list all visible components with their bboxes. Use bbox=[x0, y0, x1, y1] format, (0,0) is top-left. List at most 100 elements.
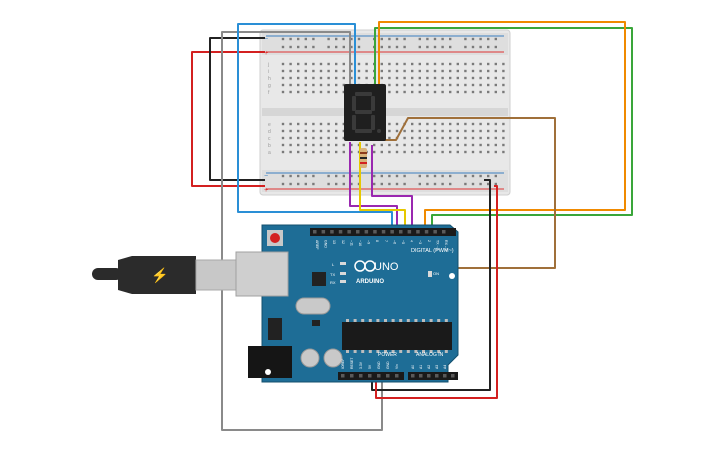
breadboard-hole[interactable] bbox=[304, 76, 307, 80]
breadboard-hole[interactable] bbox=[479, 129, 482, 133]
breadboard-hole[interactable] bbox=[281, 62, 285, 66]
wire-blue[interactable] bbox=[237, 23, 393, 230]
breadboard-hole[interactable] bbox=[411, 62, 414, 66]
breadboard-hole[interactable] bbox=[502, 69, 505, 73]
breadboard-hole[interactable] bbox=[327, 62, 330, 66]
breadboard-hole[interactable] bbox=[365, 76, 368, 80]
breadboard-hole[interactable] bbox=[502, 62, 505, 66]
breadboard-hole[interactable] bbox=[441, 90, 444, 94]
rail-hole[interactable] bbox=[350, 182, 353, 186]
breadboard-hole[interactable] bbox=[335, 143, 338, 147]
breadboard-hole[interactable] bbox=[304, 136, 307, 140]
rail-hole[interactable] bbox=[479, 45, 482, 49]
breadboard-hole[interactable] bbox=[319, 90, 323, 94]
breadboard-hole[interactable] bbox=[342, 143, 345, 147]
rail-hole[interactable] bbox=[289, 45, 292, 49]
breadboard-hole[interactable] bbox=[319, 136, 323, 140]
breadboard-hole[interactable] bbox=[433, 129, 437, 133]
breadboard-hole[interactable] bbox=[327, 76, 330, 80]
breadboard-hole[interactable] bbox=[494, 76, 497, 80]
breadboard-hole[interactable] bbox=[494, 90, 497, 94]
rail-hole[interactable] bbox=[327, 174, 330, 178]
rail-hole[interactable] bbox=[289, 37, 292, 41]
rail-hole[interactable] bbox=[449, 174, 452, 178]
breadboard-hole[interactable] bbox=[312, 76, 315, 80]
breadboard-hole[interactable] bbox=[487, 129, 490, 133]
rail-hole[interactable] bbox=[335, 174, 338, 178]
rail-hole[interactable] bbox=[304, 37, 307, 41]
rail-hole[interactable] bbox=[312, 45, 315, 49]
rail-hole[interactable] bbox=[312, 174, 315, 178]
breadboard-hole[interactable] bbox=[388, 83, 391, 87]
breadboard-hole[interactable] bbox=[433, 90, 437, 94]
breadboard-hole[interactable] bbox=[433, 69, 437, 73]
breadboard-hole[interactable] bbox=[319, 150, 323, 154]
breadboard-hole[interactable] bbox=[487, 143, 490, 147]
breadboard-hole[interactable] bbox=[342, 76, 345, 80]
breadboard-hole[interactable] bbox=[464, 76, 467, 80]
wire-yellow[interactable] bbox=[359, 142, 406, 230]
rail-hole[interactable] bbox=[395, 182, 399, 186]
power-pin[interactable] bbox=[377, 374, 381, 378]
rail-hole[interactable] bbox=[388, 37, 391, 41]
breadboard-hole[interactable] bbox=[327, 150, 330, 154]
breadboard-hole[interactable] bbox=[335, 129, 338, 133]
breadboard-hole[interactable] bbox=[487, 136, 490, 140]
breadboard-hole[interactable] bbox=[441, 143, 444, 147]
breadboard-hole[interactable] bbox=[464, 83, 467, 87]
breadboard-hole[interactable] bbox=[426, 136, 429, 140]
breadboard-hole[interactable] bbox=[449, 150, 452, 154]
rail-hole[interactable] bbox=[395, 37, 399, 41]
breadboard-hole[interactable] bbox=[289, 62, 292, 66]
breadboard-hole[interactable] bbox=[335, 90, 338, 94]
breadboard-hole[interactable] bbox=[335, 136, 338, 140]
breadboard-hole[interactable] bbox=[357, 76, 361, 80]
breadboard-hole[interactable] bbox=[418, 129, 421, 133]
breadboard-hole[interactable] bbox=[433, 83, 437, 87]
breadboard-hole[interactable] bbox=[319, 122, 323, 126]
rail-hole[interactable] bbox=[335, 37, 338, 41]
breadboard-hole[interactable] bbox=[312, 83, 315, 87]
rail-hole[interactable] bbox=[380, 37, 383, 41]
breadboard-hole[interactable] bbox=[304, 122, 307, 126]
breadboard-hole[interactable] bbox=[319, 83, 323, 87]
power-pin[interactable] bbox=[350, 374, 354, 378]
breadboard-hole[interactable] bbox=[312, 143, 315, 147]
breadboard-hole[interactable] bbox=[380, 150, 383, 154]
rail-hole[interactable] bbox=[494, 45, 497, 49]
rail-hole[interactable] bbox=[388, 45, 391, 49]
resistor[interactable] bbox=[360, 148, 367, 168]
breadboard-hole[interactable] bbox=[350, 76, 353, 80]
breadboard-hole[interactable] bbox=[297, 62, 300, 66]
rail-hole[interactable] bbox=[380, 182, 383, 186]
breadboard-hole[interactable] bbox=[289, 136, 292, 140]
breadboard-hole[interactable] bbox=[464, 90, 467, 94]
breadboard-hole[interactable] bbox=[342, 136, 345, 140]
rail-hole[interactable] bbox=[441, 174, 444, 178]
power-pin[interactable] bbox=[341, 374, 345, 378]
breadboard-hole[interactable] bbox=[449, 136, 452, 140]
rail-hole[interactable] bbox=[373, 174, 376, 178]
analog-pin[interactable] bbox=[451, 374, 455, 378]
breadboard-hole[interactable] bbox=[502, 129, 505, 133]
breadboard-hole[interactable] bbox=[395, 76, 399, 80]
breadboard-hole[interactable] bbox=[441, 122, 444, 126]
breadboard-hole[interactable] bbox=[502, 83, 505, 87]
header-pin[interactable] bbox=[373, 230, 377, 234]
header-pin[interactable] bbox=[407, 230, 412, 234]
breadboard-hole[interactable] bbox=[304, 83, 307, 87]
rail-hole[interactable] bbox=[281, 45, 285, 49]
rail-hole[interactable] bbox=[426, 174, 429, 178]
breadboard-hole[interactable] bbox=[464, 136, 467, 140]
wire-red-supply[interactable] bbox=[375, 185, 498, 399]
breadboard-hole[interactable] bbox=[464, 122, 467, 126]
breadboard-hole[interactable] bbox=[281, 129, 285, 133]
breadboard-hole[interactable] bbox=[433, 136, 437, 140]
breadboard-hole[interactable] bbox=[365, 69, 368, 73]
rail-hole[interactable] bbox=[335, 182, 338, 186]
breadboard-hole[interactable] bbox=[487, 150, 490, 154]
breadboard-hole[interactable] bbox=[471, 122, 475, 126]
seven-segment-display[interactable]: 8 bbox=[344, 84, 386, 141]
rail-hole[interactable] bbox=[342, 182, 345, 186]
breadboard-hole[interactable] bbox=[494, 129, 497, 133]
